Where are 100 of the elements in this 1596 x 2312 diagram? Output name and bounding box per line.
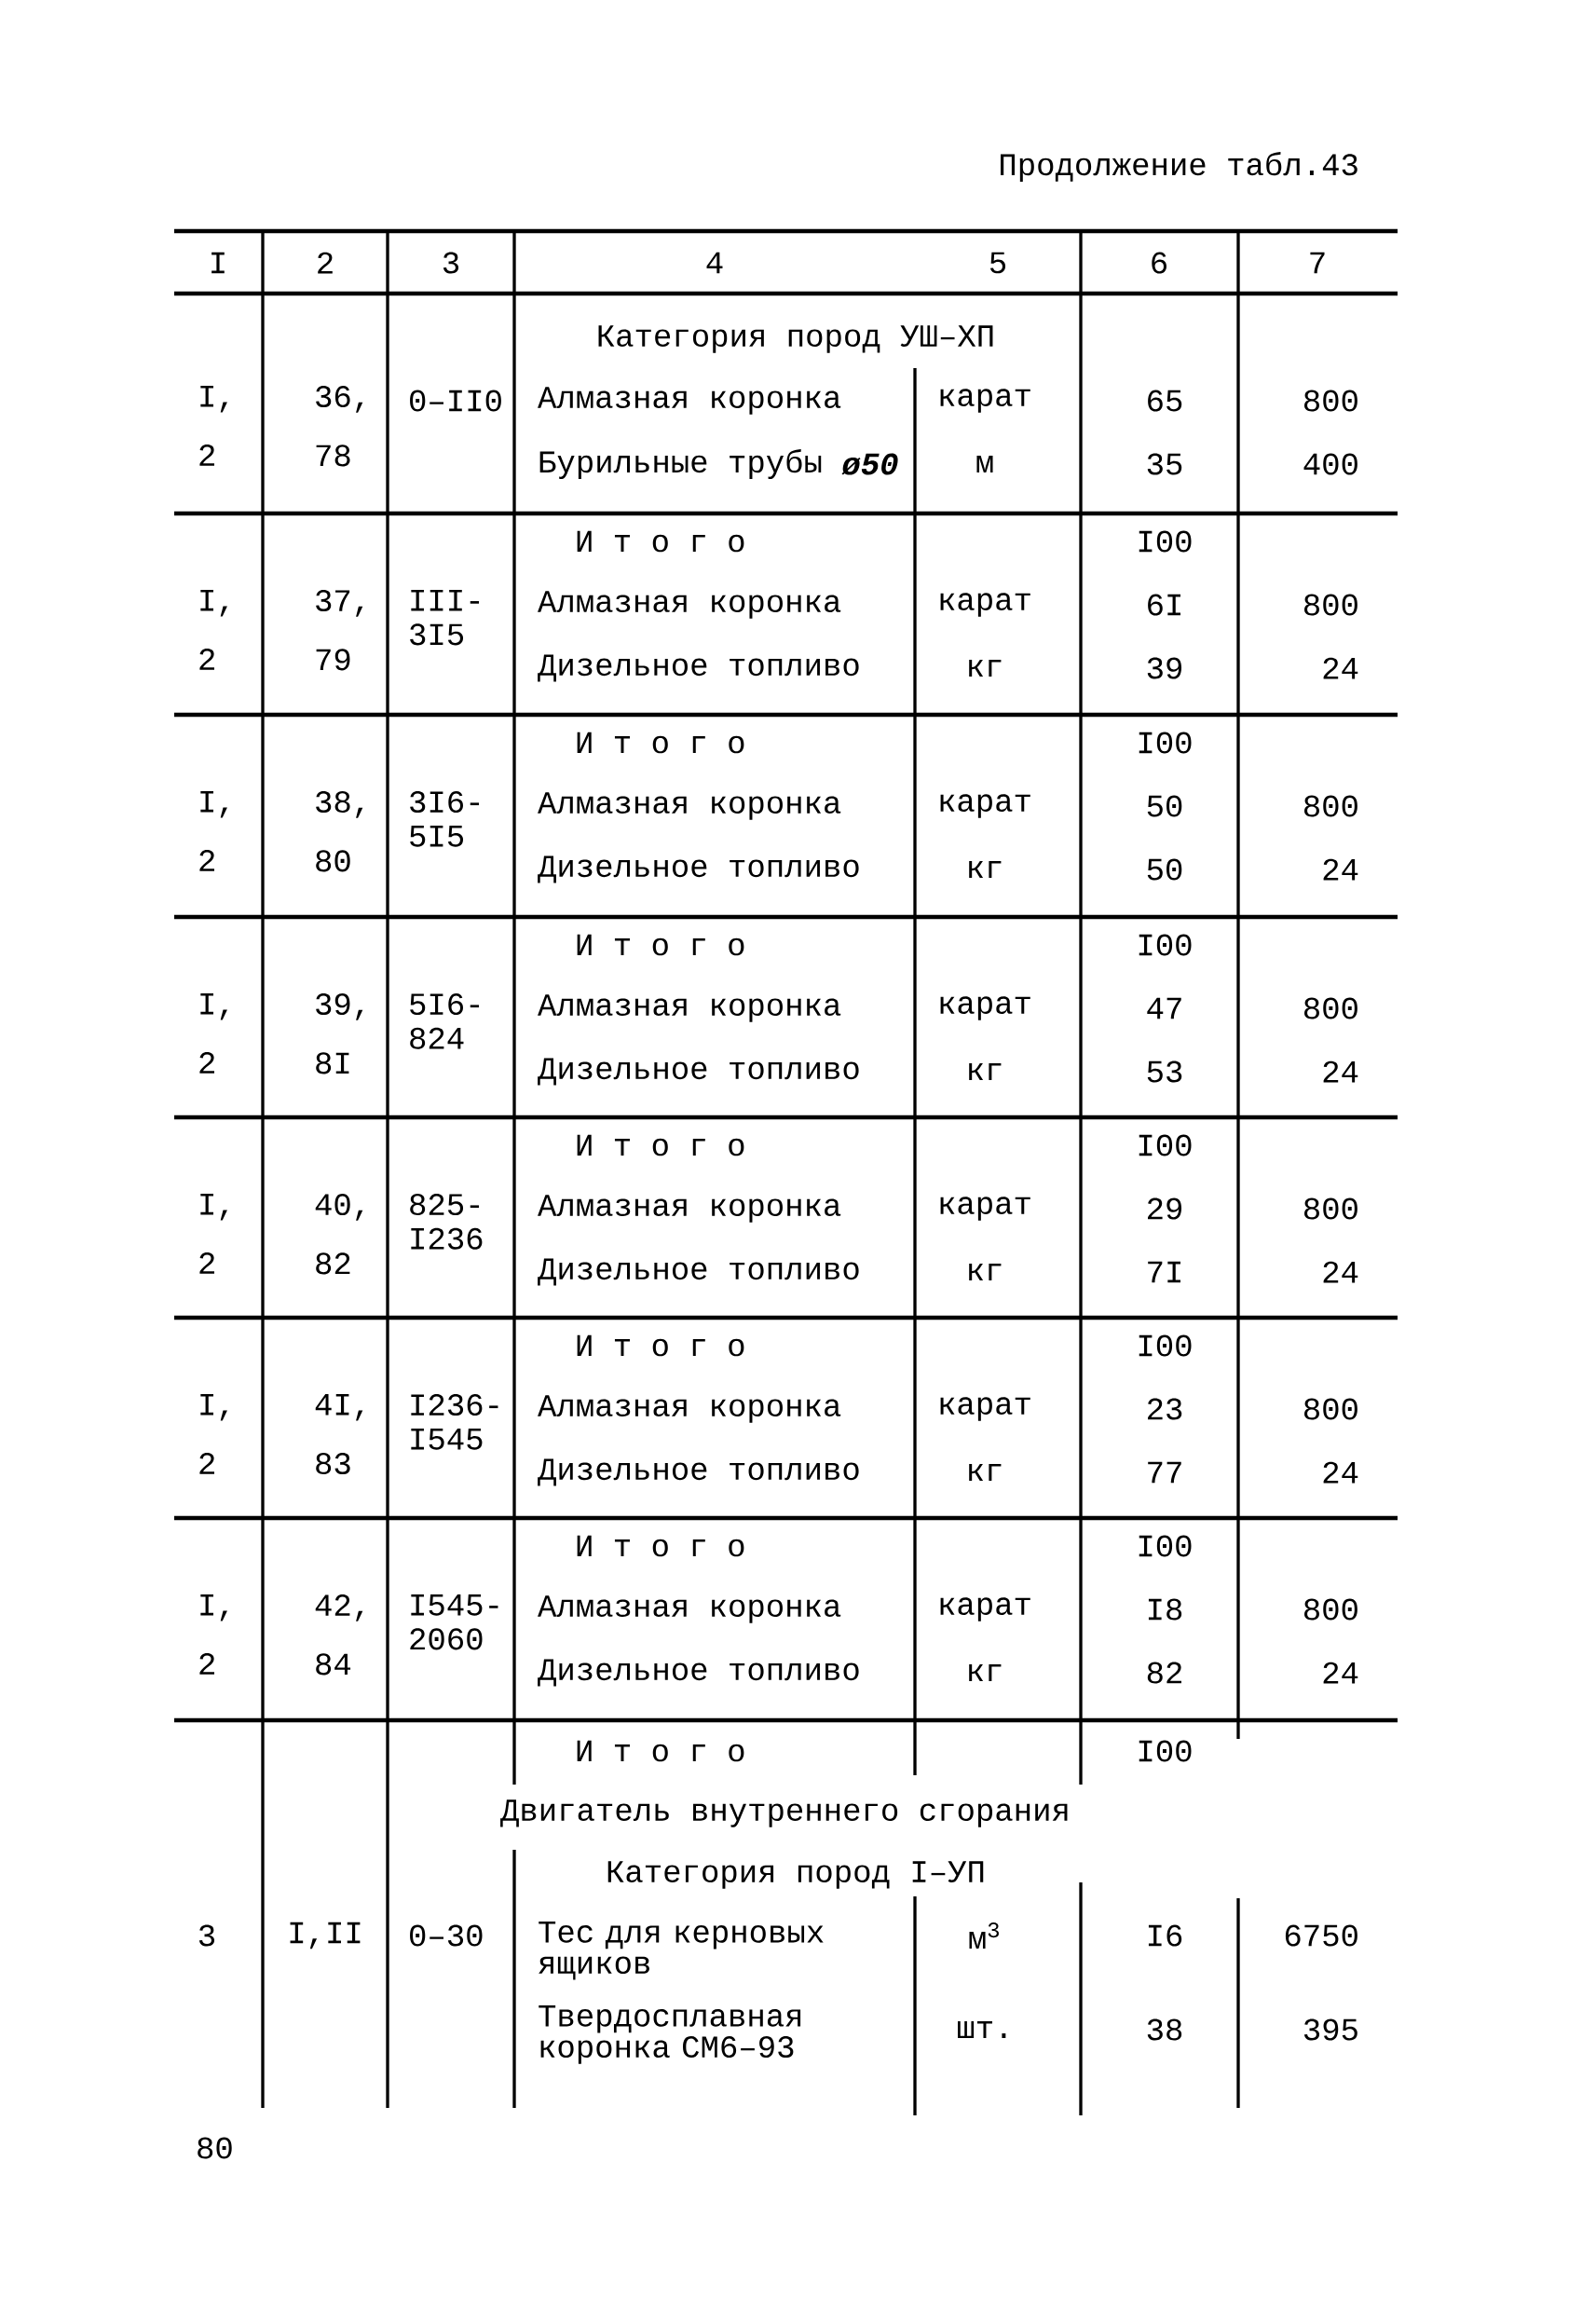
- cell-text: Бурильные трубы: [539, 449, 822, 479]
- cell-text: 800: [1304, 594, 1357, 616]
- cell-text: кг: [969, 861, 1002, 878]
- cell-text: Тес для керновых ящиков: [539, 1922, 824, 1980]
- cell-text: Дизельное топливо: [538, 654, 859, 682]
- cell-text: 800: [1304, 997, 1357, 1019]
- cell-text: 4I, 83: [315, 1394, 363, 1475]
- cell-text: I00: [1139, 1740, 1192, 1762]
- cell-text: кг: [969, 1664, 1002, 1681]
- row-heading: И т о г о: [577, 1535, 744, 1557]
- cell-text: Алмазная коронка: [538, 994, 841, 1022]
- cell-text: 800: [1304, 1398, 1357, 1420]
- cell-text: 825- I236: [410, 1194, 483, 1250]
- column-number: 4: [706, 252, 723, 274]
- table-title: Продолжение табл.43: [1001, 152, 1357, 182]
- cell-text: карат: [940, 593, 1030, 617]
- row-heading: И т о г о: [577, 1740, 744, 1762]
- cell-text: 800: [1304, 1197, 1357, 1220]
- cell-text: 0–II0: [410, 390, 501, 412]
- cell-text: Дизельное топливо: [538, 1058, 859, 1086]
- page-number: 80: [198, 2137, 232, 2159]
- cell-text: 82: [1147, 1662, 1181, 1684]
- row-heading: Категория пород УШ–ХП: [598, 325, 993, 353]
- cell-text: карат: [940, 996, 1030, 1020]
- cell-text: 3I6- 5I5: [410, 791, 480, 847]
- row-heading: И т о г о: [577, 934, 744, 956]
- cell-text: 50: [1147, 858, 1182, 881]
- cell-text: I, 2: [199, 590, 227, 670]
- cell-text: III- 3I5: [410, 590, 480, 646]
- cell-text: 7I: [1148, 1261, 1180, 1283]
- row-heading: И т о г о: [577, 1334, 744, 1357]
- cell-text: 5I6- 824: [410, 993, 480, 1049]
- column-number: 5: [989, 252, 1006, 274]
- cell-text: I00: [1139, 934, 1192, 956]
- cell-text: 400: [1303, 453, 1357, 475]
- row-heading: И т о г о: [577, 1134, 744, 1156]
- cell-text: 24: [1323, 657, 1358, 679]
- cell-text: I00: [1139, 732, 1192, 754]
- cell-text: Дизельное топливо: [538, 1659, 859, 1687]
- cell-text: 23: [1148, 1398, 1182, 1420]
- cell-text: Алмазная коронка: [538, 1395, 841, 1423]
- cell-text: I, 2: [199, 791, 227, 871]
- cell-text: 40, 82: [315, 1194, 363, 1275]
- cell-text: I, 2: [199, 1594, 227, 1675]
- cell-text: I00: [1139, 530, 1192, 553]
- cell-text: карат: [940, 389, 1030, 413]
- column-number: 2: [318, 252, 333, 274]
- cell-text: шт.: [958, 2021, 1006, 2038]
- cell-text: 395: [1303, 2018, 1357, 2041]
- cell-text: кг: [969, 1063, 1002, 1080]
- cell-text: кг: [969, 660, 1002, 677]
- cell-text: 800: [1304, 795, 1357, 817]
- cell-text: м: [976, 456, 993, 472]
- cell-text: 42, 84: [315, 1594, 363, 1676]
- cell-text: Дизельное топливо: [538, 1258, 859, 1286]
- cell-text: I00: [1139, 1334, 1192, 1357]
- section-heading: Двигатель внутреннего сгорания: [500, 1799, 1068, 1827]
- cell-text: I00: [1139, 1535, 1192, 1557]
- cell-text: 53: [1147, 1060, 1182, 1083]
- cell-text: I236- I545: [411, 1394, 498, 1450]
- cell-text: карат: [940, 794, 1030, 818]
- cell-text: 24: [1323, 1261, 1358, 1283]
- cell-text: 24: [1323, 1662, 1358, 1684]
- handwritten-note: ø50: [841, 453, 898, 475]
- column-number: 3: [443, 252, 459, 274]
- column-number: 6: [1152, 252, 1166, 274]
- cell-text: карат: [940, 1397, 1030, 1421]
- cell-text: 47: [1147, 997, 1181, 1019]
- cell-text: 39, 8I: [316, 993, 363, 1074]
- cell-text: 65: [1148, 390, 1182, 412]
- cell-text: 39: [1147, 657, 1182, 679]
- row-heading: И т о г о: [577, 530, 744, 553]
- cell-text: 800: [1304, 390, 1357, 412]
- cell-text: 50: [1147, 795, 1182, 817]
- cell-text: м$^{3}$: [969, 1922, 999, 1949]
- cell-text: 36, 78: [316, 386, 363, 467]
- cell-text: карат: [940, 1197, 1030, 1221]
- cell-text: 38, 80: [316, 791, 363, 872]
- cell-text: I, 2: [199, 1394, 227, 1474]
- cell-text: 77: [1148, 1461, 1181, 1484]
- cell-text: I, 2: [199, 1194, 227, 1274]
- row-heading: Категория пород I–УП: [607, 1861, 984, 1889]
- cell-text: 35: [1147, 453, 1182, 475]
- cell-text: I6: [1148, 1924, 1182, 1947]
- cell-text: карат: [940, 1597, 1030, 1621]
- cell-text: 6750: [1285, 1924, 1357, 1947]
- cell-text: 24: [1323, 1060, 1358, 1083]
- cell-text: 24: [1323, 858, 1358, 881]
- cell-text: 800: [1304, 1598, 1357, 1621]
- row-heading: И т о г о: [577, 732, 744, 754]
- cell-text: кг: [969, 1464, 1002, 1481]
- cell-text: 3: [198, 1924, 215, 1947]
- cell-text: I,II: [290, 1922, 361, 1949]
- cell-text: кг: [969, 1264, 1002, 1280]
- cell-text: Алмазная коронка: [538, 792, 841, 820]
- cell-text: 38: [1147, 2018, 1182, 2041]
- cell-text: Дизельное топливо: [538, 1458, 859, 1486]
- cell-text: Алмазная коронка: [538, 591, 841, 619]
- cell-text: Алмазная коронка: [538, 1195, 841, 1223]
- cell-text: Алмазная коронка: [538, 387, 841, 415]
